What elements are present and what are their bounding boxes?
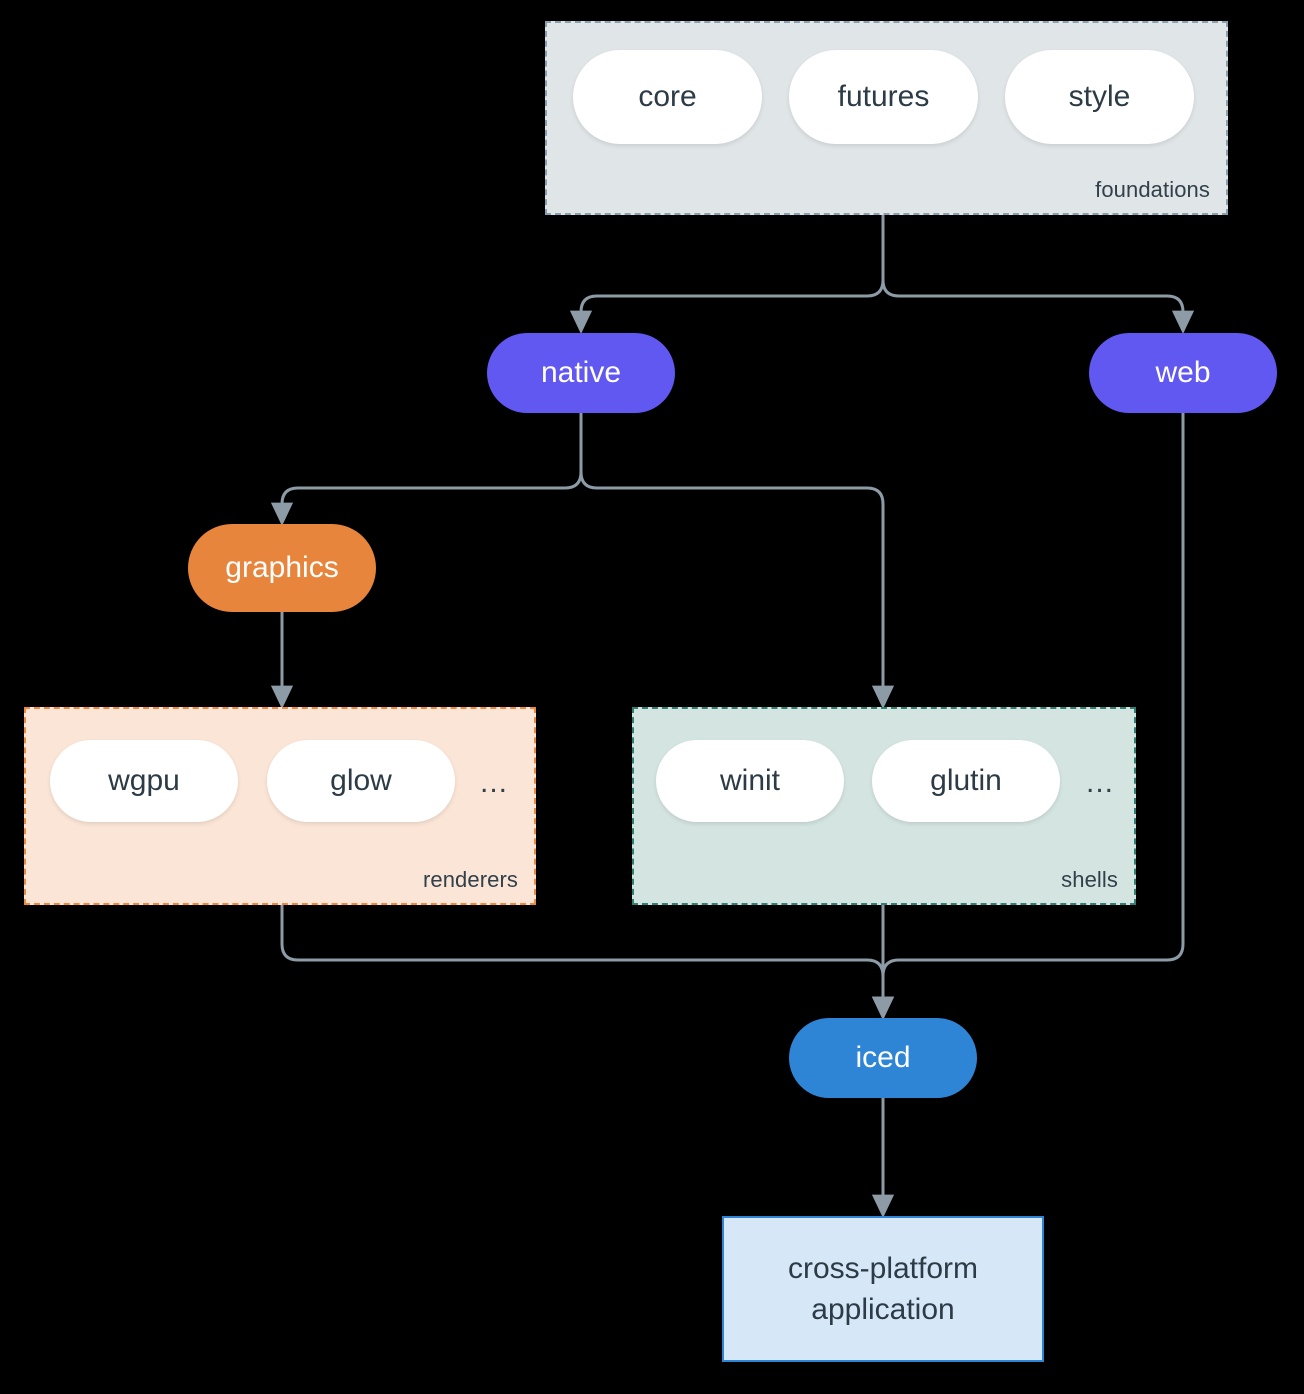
edge-foundations-native (569, 215, 885, 335)
node-application-line2: application (811, 1293, 955, 1326)
group-shells-label: shells (1061, 867, 1118, 892)
pill-winit[interactable]: winit (656, 740, 844, 822)
pill-glutin[interactable]: glutin (872, 740, 1060, 822)
group-renderers-label: renderers (422, 867, 518, 892)
node-native[interactable]: native (487, 333, 675, 413)
renderers-ellipsis: ... (480, 766, 509, 799)
shells-ellipsis: ... (1086, 766, 1115, 799)
node-native-label: native (540, 356, 622, 389)
node-graphics[interactable]: graphics (188, 524, 376, 612)
pill-wgpu[interactable]: wgpu (50, 740, 238, 822)
node-iced-label: iced (855, 1041, 911, 1074)
node-web[interactable]: web (1089, 333, 1277, 413)
pill-glutin-label: glutin (930, 764, 1002, 797)
pill-style[interactable]: style (1005, 50, 1194, 144)
pill-core-label: core (638, 80, 697, 113)
pill-winit-label: winit (719, 764, 780, 797)
edge-renderers-iced (280, 905, 895, 1021)
node-application[interactable]: cross-platform application (722, 1216, 1044, 1362)
edge-foundations-web (881, 215, 1195, 335)
node-web-label: web (1155, 356, 1211, 389)
pill-futures[interactable]: futures (789, 50, 978, 144)
edge-native-graphics (270, 412, 583, 527)
pill-futures-label: futures (837, 80, 930, 113)
pill-style-label: style (1068, 80, 1131, 113)
node-iced[interactable]: iced (789, 1018, 977, 1098)
node-graphics-label: graphics (225, 551, 339, 584)
pill-glow[interactable]: glow (267, 740, 455, 822)
edge-native-shells (579, 412, 895, 710)
node-application-line1: cross-platform (787, 1251, 979, 1285)
pill-wgpu-label: wgpu (108, 764, 180, 797)
node-application-text: cross-platform application (788, 1248, 978, 1331)
pill-glow-label: glow (330, 764, 392, 797)
pill-core[interactable]: core (573, 50, 762, 144)
group-foundations-label: foundations (1095, 177, 1210, 202)
